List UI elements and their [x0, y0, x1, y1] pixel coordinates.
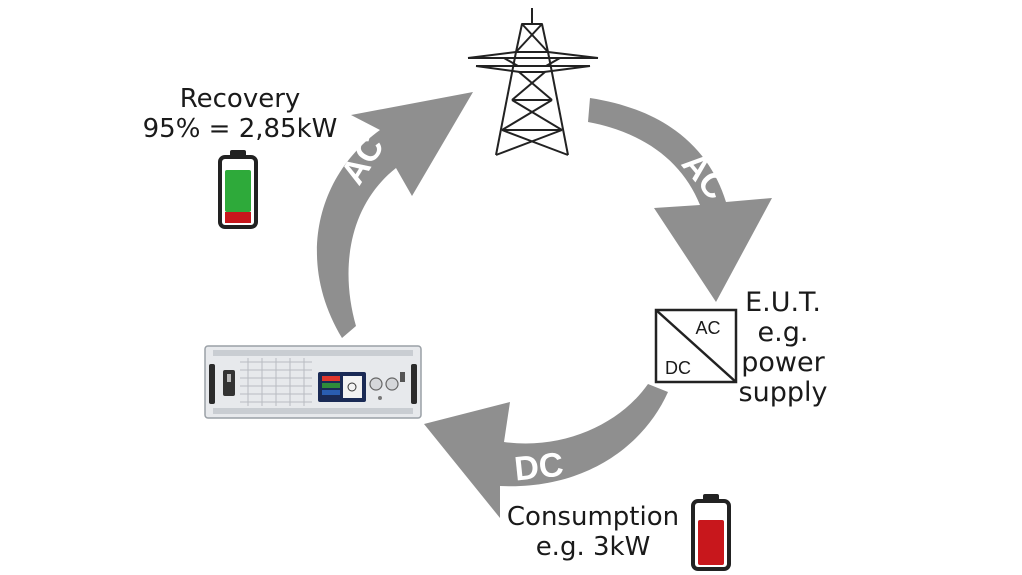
recovery-text: Recovery 95% = 2,85kW — [130, 84, 350, 144]
eut-line-3: power — [741, 347, 825, 378]
recovery-value: 95% = 2,85kW — [142, 114, 338, 144]
eut-line-1: E.U.T. — [745, 287, 821, 318]
consumption-text: Consumption e.g. 3kW — [498, 502, 688, 562]
arrow-dc-consumption — [424, 384, 668, 518]
electronic-load-device-icon — [204, 345, 422, 419]
arrow-ac-supply — [588, 98, 772, 302]
battery-recovery-icon — [218, 150, 258, 229]
arrow-dc-label: DC — [512, 446, 565, 489]
eut-line-2: e.g. — [757, 317, 809, 348]
consumption-value: e.g. 3kW — [535, 532, 651, 562]
eut-line-4: supply — [738, 377, 828, 408]
recovery-title: Recovery — [179, 84, 301, 114]
converter-dc-label: DC — [665, 358, 691, 378]
arrow-ac-recovery — [316, 92, 473, 338]
converter-ac-label: AC — [695, 318, 720, 338]
power-pylon-icon — [467, 8, 599, 156]
battery-consumption-icon — [691, 494, 731, 571]
ac-dc-converter-icon: AC DC — [654, 308, 738, 384]
consumption-title: Consumption — [506, 502, 680, 532]
eut-text: E.U.T. e.g. power supply — [728, 288, 838, 408]
